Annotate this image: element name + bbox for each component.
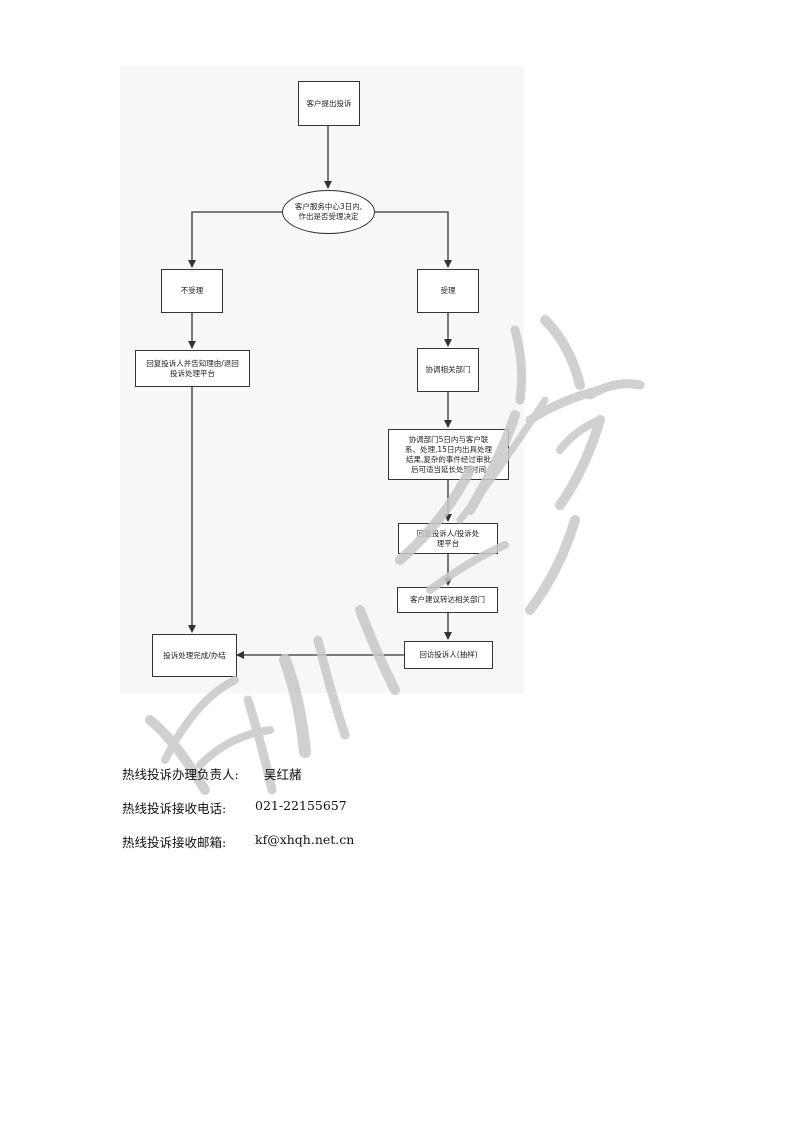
node-accept-label: 受理 <box>440 286 456 295</box>
node-reply-reject: 回复投诉人并告知理由/退回 投诉处理平台 <box>135 350 250 387</box>
node-dept-process-line3: 结果,复杂的事件经过审批 <box>406 454 491 464</box>
node-decision-line1: 客户服务中心3日内, <box>294 202 363 211</box>
node-reject: 不受理 <box>161 269 223 313</box>
node-dept-process-line1: 协调部门5日内与客户联 <box>408 434 489 444</box>
node-coordinate-label: 协调相关部门 <box>425 365 471 374</box>
node-followup: 回访投诉人(抽样) <box>404 641 493 669</box>
node-reject-label: 不受理 <box>180 286 204 295</box>
node-reply-reject-line1: 回复投诉人并告知理由/退回 <box>146 358 239 368</box>
node-customer-complaint: 客户提出投诉 <box>298 81 360 126</box>
node-suggestion-label: 客户建议转达相关部门 <box>410 595 485 604</box>
node-reply-accept-line1: 回复投诉人/投诉处 <box>416 528 480 538</box>
contact-person-row: 热线投诉办理负责人: 吴红赭 <box>122 764 302 783</box>
contact-person-label: 热线投诉办理负责人: <box>122 767 239 782</box>
arrow-decision-to-accept <box>375 211 452 268</box>
node-reply-accept: 回复投诉人/投诉处 理平台 <box>398 523 498 554</box>
contact-phone-value: 021-22155657 <box>255 798 347 813</box>
node-dept-process: 协调部门5日内与客户联 系、处理,15日内出具处理 结果,复杂的事件经过审批 后… <box>388 429 509 480</box>
node-dept-process-line4: 后可适当延长处理时间 <box>411 464 486 474</box>
node-followup-label: 回访投诉人(抽样) <box>419 650 478 659</box>
node-coordinate: 协调相关部门 <box>417 348 479 392</box>
node-dept-process-line2: 系、处理,15日内出具处理 <box>405 444 492 454</box>
arrow-decision-to-reject <box>188 211 282 268</box>
node-complete-label: 投诉处理完成/办结 <box>163 650 226 660</box>
node-suggestion: 客户建议转达相关部门 <box>397 587 498 613</box>
node-accept: 受理 <box>417 269 479 313</box>
flowchart-panel: 客户提出投诉 客户服务中心3日内, 作出是否受理决定 不受理 受理 回复投诉人并… <box>120 66 524 693</box>
node-decision: 客户服务中心3日内, 作出是否受理决定 <box>282 190 375 234</box>
contact-email-value[interactable]: kf@xhqh.net.cn <box>255 832 355 847</box>
contact-email-row: 热线投诉接收邮箱: kf@xhqh.net.cn <box>122 832 354 851</box>
node-reply-accept-line2: 理平台 <box>436 538 460 548</box>
contact-email-label: 热线投诉接收邮箱: <box>122 835 227 850</box>
node-decision-line2: 作出是否受理决定 <box>298 212 359 221</box>
node-complete: 投诉处理完成/办结 <box>152 634 237 677</box>
contact-person-value: 吴红赭 <box>264 767 302 782</box>
node-reply-reject-line2: 投诉处理平台 <box>170 368 215 378</box>
contact-phone-label: 热线投诉接收电话: <box>122 801 227 816</box>
contact-phone-row: 热线投诉接收电话: 021-22155657 <box>122 798 347 817</box>
node-customer-complaint-label: 客户提出投诉 <box>306 98 352 108</box>
